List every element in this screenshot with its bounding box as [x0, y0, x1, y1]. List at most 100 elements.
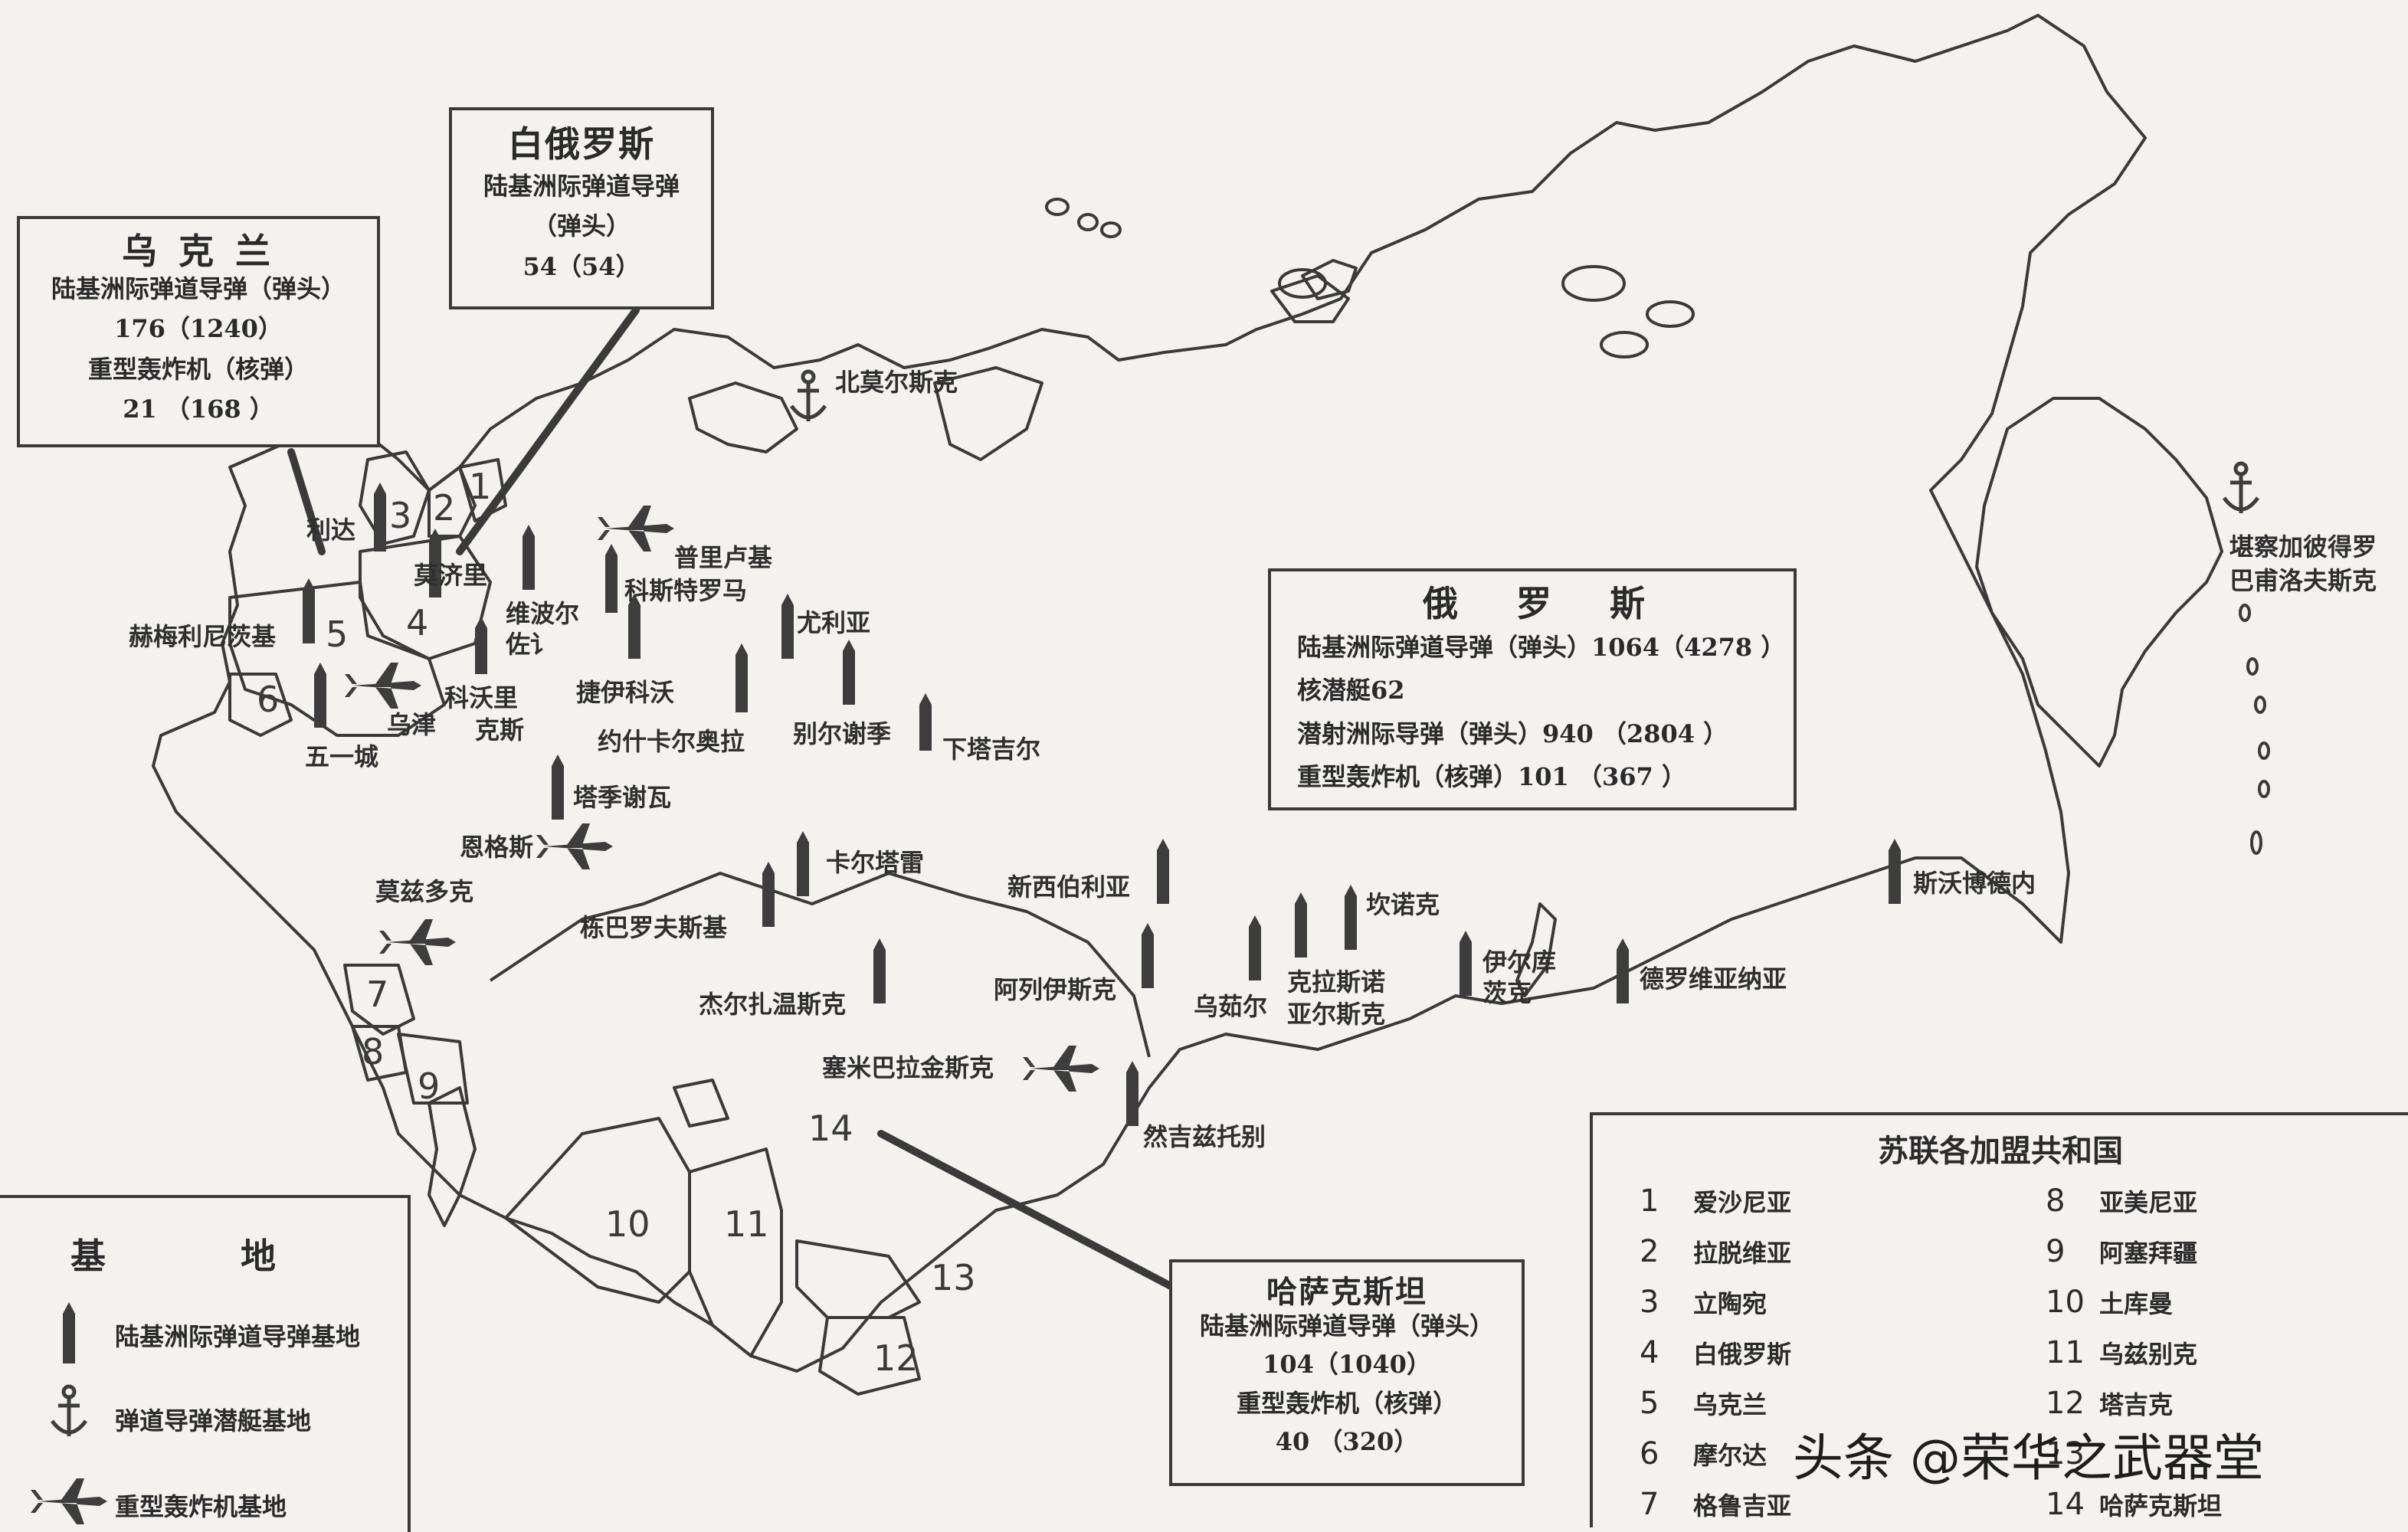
- place-label: 塔季谢瓦: [573, 783, 672, 812]
- missile-icon: [1126, 1061, 1138, 1126]
- republic-legend-name: 乌克兰: [1693, 1390, 1768, 1419]
- missile-icon: [374, 483, 386, 552]
- legend-bases: 基 地: [0, 1195, 411, 1532]
- belarus-icbm-value: 54（54）: [523, 251, 640, 281]
- republic-legend-number: 12: [2046, 1386, 2085, 1421]
- legend-bomber-base: 重型轰炸机基地: [115, 1492, 287, 1521]
- bomber-icon: [1023, 1046, 1099, 1092]
- republic-legend-name: 阿塞拜疆: [2099, 1239, 2198, 1268]
- republic-number: 8: [362, 1031, 385, 1072]
- watermark: 头条 @荣华之武器堂: [1793, 1429, 2264, 1488]
- republic-number: 9: [418, 1066, 441, 1107]
- missile-icon: [762, 862, 775, 927]
- missile-icon: [1617, 938, 1629, 1003]
- place-label: 赫梅利尼茨基: [129, 622, 277, 651]
- missile-icon: [429, 529, 441, 597]
- republic-legend-number: 8: [2046, 1183, 2066, 1219]
- place-label: 卡尔塔雷: [826, 848, 925, 877]
- place-label: 阿列伊斯克: [994, 975, 1117, 1004]
- place-label: 普里卢基: [674, 543, 773, 572]
- kazakhstan-icbm-value: 104（1040）: [1263, 1350, 1431, 1380]
- place-label: 德罗维亚纳亚: [1640, 964, 1787, 994]
- republic-legend-number: 9: [2046, 1234, 2066, 1269]
- place-label: 捷伊科沃: [576, 678, 675, 707]
- republic-legend-item: 12 塔吉克: [2046, 1386, 2173, 1421]
- place-label: 别尔谢季: [793, 719, 892, 748]
- republic-legend-name: 拉脱维亚: [1693, 1239, 1792, 1268]
- republic-number: 10: [605, 1203, 650, 1245]
- republic-legend-name: 乌兹别克: [2099, 1340, 2198, 1369]
- russia-slbm: 潜射洲际导弹（弹头）940 （2804 ）: [1297, 719, 1728, 748]
- place-label: 佐讠: [506, 630, 555, 659]
- place-label: 亚尔斯克: [1287, 1000, 1386, 1029]
- missile-icon: [552, 755, 564, 820]
- kazakhstan-bomber-value: 40 （320）: [1275, 1427, 1419, 1457]
- anchor-icon: [2222, 461, 2260, 513]
- ukraine-bomber-value: 21 （168 ）: [123, 394, 274, 424]
- republic-legend-name: 立陶宛: [1693, 1289, 1768, 1318]
- kamchatka: [1975, 397, 2223, 768]
- republic-legend-name: 哈萨克斯坦: [2099, 1491, 2223, 1521]
- belarus-icbm-label: 陆基洲际弹道导弹: [483, 172, 680, 201]
- missile-icon: [797, 831, 809, 896]
- legend-republics-title: 苏联各加盟共和国: [1878, 1133, 2123, 1169]
- anchor-icon: [789, 369, 827, 421]
- republic-legend-item: 9 阿塞拜疆: [2046, 1234, 2197, 1269]
- republic-legend-name: 摩尔达: [1693, 1441, 1768, 1470]
- bomber-icon: [536, 823, 613, 869]
- missile-icon: [1295, 892, 1307, 958]
- missile-icon: [1345, 885, 1357, 950]
- legend-bases-title: 基 地: [70, 1236, 337, 1277]
- republic-number: 3: [389, 495, 412, 536]
- place-label: 乌茹尔: [1194, 992, 1268, 1021]
- bomber-icon: [379, 919, 456, 965]
- missile-icon: [736, 643, 748, 712]
- republic-legend-number: 14: [2046, 1487, 2085, 1522]
- republic-legend-number: 3: [1640, 1285, 1659, 1320]
- missile-icon: [475, 617, 487, 674]
- place-label: 五一城: [305, 742, 379, 771]
- republic-legend-number: 5: [1640, 1386, 1659, 1421]
- ukraine-box: 乌 克 兰 陆基洲际弹道导弹（弹头） 176（1240） 重型轰炸机（核弹） 2…: [17, 216, 380, 447]
- place-label: 尤利亚: [797, 608, 871, 637]
- republic-number: 5: [326, 614, 349, 655]
- republic-legend-number: 4: [1640, 1335, 1659, 1370]
- missile-icon: [873, 938, 886, 1003]
- missile-icon: [523, 525, 535, 590]
- republic-number: 2: [433, 487, 456, 529]
- place-label: 恩格斯: [460, 833, 534, 862]
- place-label: 莫济里: [414, 561, 488, 590]
- place-label: 维波尔: [506, 599, 580, 628]
- missile-icon: [843, 640, 855, 705]
- russia-box: 俄 罗 斯 陆基洲际弹道导弹（弹头）1064（4278 ） 核潜艇62 潜射洲际…: [1268, 568, 1797, 810]
- place-label: 栋巴罗夫斯基: [580, 913, 728, 942]
- ukraine-bomber-label: 重型轰炸机（核弹）: [87, 354, 309, 384]
- place-label: 然吉兹托别: [1143, 1122, 1266, 1151]
- republic-legend-name: 塔吉克: [2099, 1390, 2174, 1419]
- missile-icon: [919, 693, 932, 751]
- place-label: 利达: [306, 516, 356, 545]
- republic-legend-number: 10: [2046, 1285, 2085, 1320]
- legend-bomber-icon: [31, 1478, 107, 1524]
- kazakhstan-bomber-label: 重型轰炸机（核弹）: [1236, 1388, 1457, 1418]
- legend-sub-base: 弹道导弹潜艇基地: [115, 1406, 312, 1435]
- republic-legend-item: 14 哈萨克斯坦: [2046, 1487, 2222, 1522]
- place-label: 约什卡尔奥拉: [598, 727, 745, 756]
- republic-legend-name: 亚美尼亚: [2099, 1188, 2198, 1217]
- republic-legend-number: 6: [1640, 1436, 1659, 1471]
- place-label: 巴甫洛夫斯克: [2229, 566, 2377, 595]
- kazakhstan-icbm-label: 陆基洲际弹道导弹（弹头）: [1199, 1311, 1494, 1340]
- republic-legend-name: 土库曼: [2099, 1289, 2174, 1318]
- missile-icon: [314, 663, 326, 728]
- republic-legend-item: 13: [2046, 1436, 2099, 1471]
- republic-legend-item: 3 立陶宛: [1640, 1285, 1767, 1320]
- place-label: 杰尔扎温斯克: [699, 990, 847, 1019]
- republic-legend-number: 13: [2046, 1436, 2085, 1471]
- republic-legend-name: 格鲁吉亚: [1693, 1491, 1792, 1521]
- republic-number: 13: [931, 1257, 976, 1298]
